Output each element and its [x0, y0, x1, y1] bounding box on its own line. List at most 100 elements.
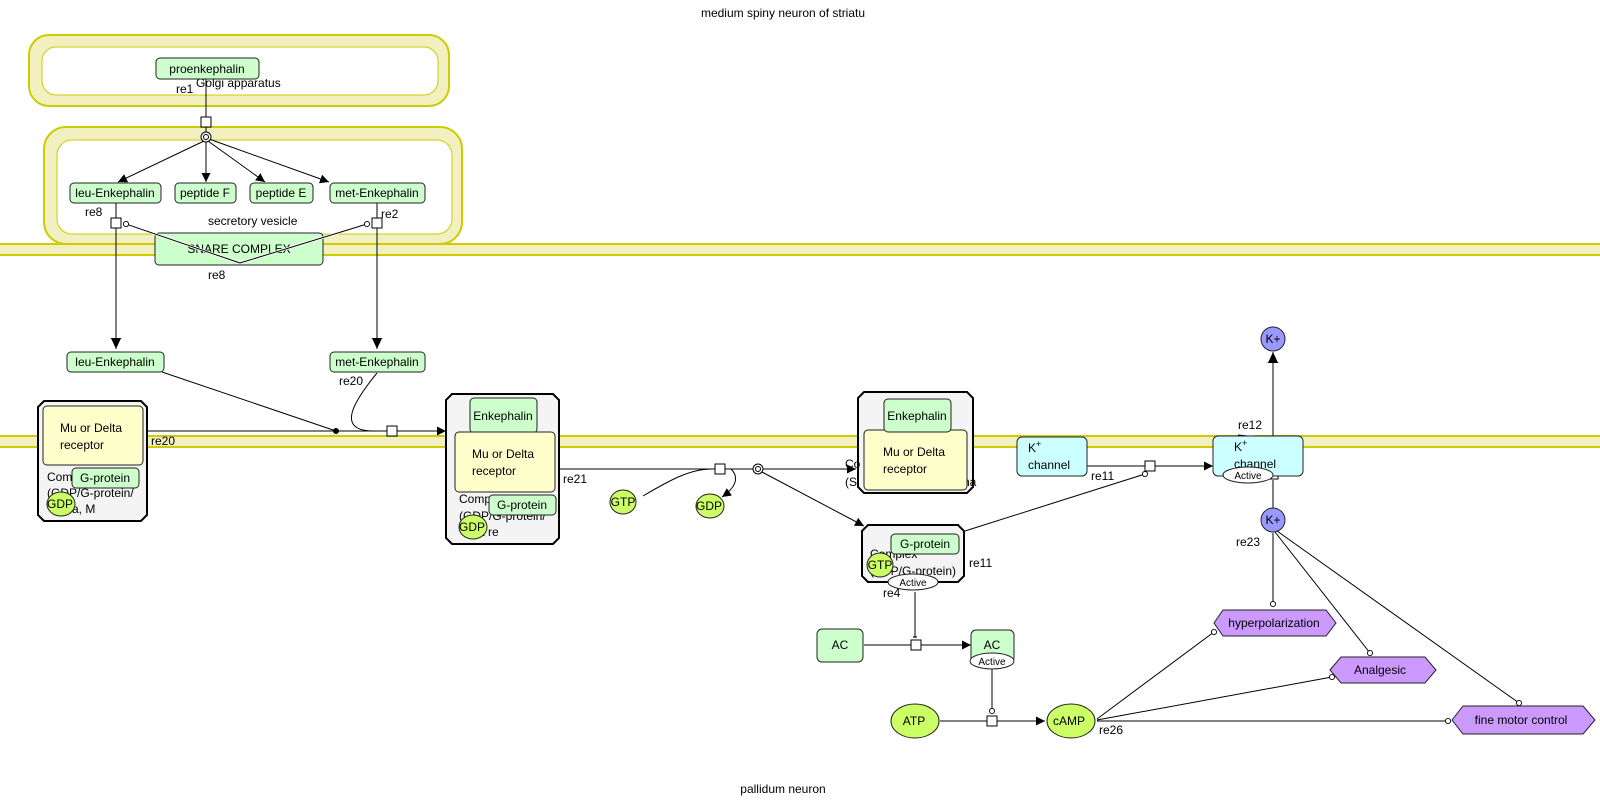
gdp1-label: GDP [47, 497, 73, 511]
re11a-label: re11 [1091, 469, 1114, 483]
species-k-channel-inactive[interactable]: K+ channel [1016, 436, 1088, 477]
re20a-label: re20 [339, 374, 363, 388]
edge-re21-gtp [642, 468, 713, 497]
gprotein4-label: G-protein [900, 537, 950, 551]
leu-enkephalin-vesicle-label: leu-Enkephalin [75, 186, 154, 200]
complex-gtp-gprotein[interactable]: Complex (GTP/G-protein) G-protein GTP Ac… [861, 524, 965, 591]
gtp-free-label: GTP [611, 495, 636, 509]
svg-text:(S: (S [845, 475, 857, 489]
atp-label: ATP [903, 714, 925, 728]
species-atp[interactable]: ATP [890, 703, 940, 739]
edge-re21-gdp [721, 468, 737, 498]
edge-re1-met [208, 138, 330, 184]
gdp2-label: GDP [459, 520, 485, 534]
complex3-label: Co [845, 457, 861, 471]
met-enkephalin-vesicle-label: met-Enkephalin [335, 186, 418, 200]
edges [116, 79, 1523, 726]
process-camp[interactable] [986, 715, 998, 727]
process-re8[interactable] [110, 217, 122, 229]
edge-snare-re2 [239, 220, 371, 264]
gprotein2-label: G-protein [497, 498, 547, 512]
re12-label: re12 [1238, 418, 1262, 432]
camp-label: cAMP [1053, 714, 1085, 728]
re26-label: re26 [1099, 723, 1123, 737]
species-proenkephalin[interactable]: proenkephalin [155, 57, 260, 80]
enk3-label: Enkephalin [887, 409, 946, 423]
svg-text:Mu or Delta: Mu or Delta [883, 445, 945, 459]
snare-complex[interactable]: SNARE COMPLEX [154, 232, 324, 266]
species-kplus-extracellular[interactable]: K+ [1260, 326, 1286, 352]
kchannel2-active-label: Active [1234, 471, 1262, 482]
re21-label: re21 [563, 472, 587, 486]
process-re1[interactable] [200, 116, 212, 128]
edge-snare-re8 [122, 220, 241, 264]
complex-enkephalin-receptor-gdp[interactable]: Enkephalin Mu or Delta receptor Comp (GD… [445, 393, 560, 545]
kplus-top-label: K+ [1265, 332, 1280, 346]
membrane-band-lower [0, 435, 1600, 448]
process-re20[interactable] [386, 425, 398, 437]
edge-re1-leu [117, 140, 205, 183]
ac-inactive-label: AC [832, 638, 849, 652]
complex4-active-label: Active [899, 578, 927, 589]
hyperpolarization-label: hyperpolarization [1228, 616, 1319, 630]
re8-label: re8 [85, 205, 103, 219]
edge-kplus-motor [1276, 530, 1523, 707]
svg-text:receptor: receptor [883, 462, 927, 476]
vesicle-label: secretory vesicle [208, 214, 298, 228]
edge-re20-met [351, 372, 378, 432]
complex-receptor-gdp-gprotein[interactable]: Mu or Delta receptor Com (GDP/G-protein/… [37, 400, 148, 522]
receptor1-label-line1: Mu or Delta [60, 421, 122, 435]
re4-label: re4 [883, 586, 901, 600]
enk2-label: Enkephalin [473, 409, 532, 423]
proenkephalin-label: proenkephalin [169, 62, 244, 76]
edge-camp-analgesic [1096, 673, 1336, 721]
species-gtp-free[interactable]: GTP [609, 489, 637, 515]
re2-label: re2 [381, 207, 399, 221]
re20b-label: re20 [151, 434, 175, 448]
leu-enkephalin-ext-label: leu-Enkephalin [75, 355, 154, 369]
re23-label: re23 [1236, 535, 1260, 549]
re1-label: re1 [176, 82, 194, 96]
receptor1-label-line2: receptor [60, 438, 104, 452]
edge-re11-modifier [964, 470, 1149, 532]
svg-text:Mu or Delta: Mu or Delta [472, 447, 534, 461]
species-met-enkephalin-vesicle[interactable]: met-Enkephalin [329, 182, 426, 204]
process-re4[interactable] [910, 639, 922, 651]
species-camp[interactable]: cAMP [1046, 703, 1096, 739]
complex1-label: Com [47, 470, 72, 484]
svg-text:receptor: receptor [472, 464, 516, 478]
golgi-apparatus[interactable] [28, 34, 450, 107]
phenotype-fine-motor-control[interactable]: fine motor control [1451, 705, 1596, 735]
phenotype-analgesic[interactable]: Analgesic [1329, 656, 1437, 684]
peptide-e-label: peptide E [256, 186, 307, 200]
species-met-enkephalin-ext[interactable]: met-Enkephalin [329, 351, 426, 373]
species-peptide-f[interactable]: peptide F [174, 182, 237, 204]
peptide-f-label: peptide F [180, 186, 230, 200]
species-ac-active[interactable]: AC Active [969, 629, 1015, 670]
association-re20[interactable] [333, 428, 339, 434]
complex-signal-receptor[interactable]: Co (S ha Mu or Delta receptor Enkephalin [845, 391, 977, 494]
re11b-label: re11 [969, 556, 992, 570]
ac-active-state: Active [978, 657, 1006, 668]
kchannel1-label-bottom: channel [1028, 458, 1070, 472]
species-leu-enkephalin-vesicle[interactable]: leu-Enkephalin [69, 182, 162, 204]
gtp4-label: GTP [868, 558, 893, 572]
species-kplus-intracellular[interactable]: K+ [1260, 507, 1286, 533]
kplus-bottom-label: K+ [1265, 513, 1280, 527]
process-re21[interactable] [714, 463, 726, 475]
phenotype-hyperpolarization[interactable]: hyperpolarization [1213, 609, 1337, 637]
met-enkephalin-ext-label: met-Enkephalin [335, 355, 418, 369]
kchannel1-label-top: K+ [1028, 439, 1041, 455]
species-k-channel-active[interactable]: K+ channel Active [1212, 435, 1304, 484]
species-gdp-free[interactable]: GDP [695, 493, 725, 519]
edge-re1-pepe [207, 140, 266, 183]
process-re11[interactable] [1144, 460, 1156, 472]
species-ac-inactive[interactable]: AC [816, 628, 864, 663]
gdp-free-label: GDP [696, 499, 722, 513]
kchannel2-label-top: K+ [1234, 438, 1247, 454]
reaction-labels: re1 re8 re2 re8 re20 re20 re21 re11 re11… [85, 82, 1262, 737]
species-peptide-e[interactable]: peptide E [249, 182, 314, 204]
process-re2[interactable] [371, 217, 383, 229]
species-leu-enkephalin-ext[interactable]: leu-Enkephalin [66, 351, 165, 373]
